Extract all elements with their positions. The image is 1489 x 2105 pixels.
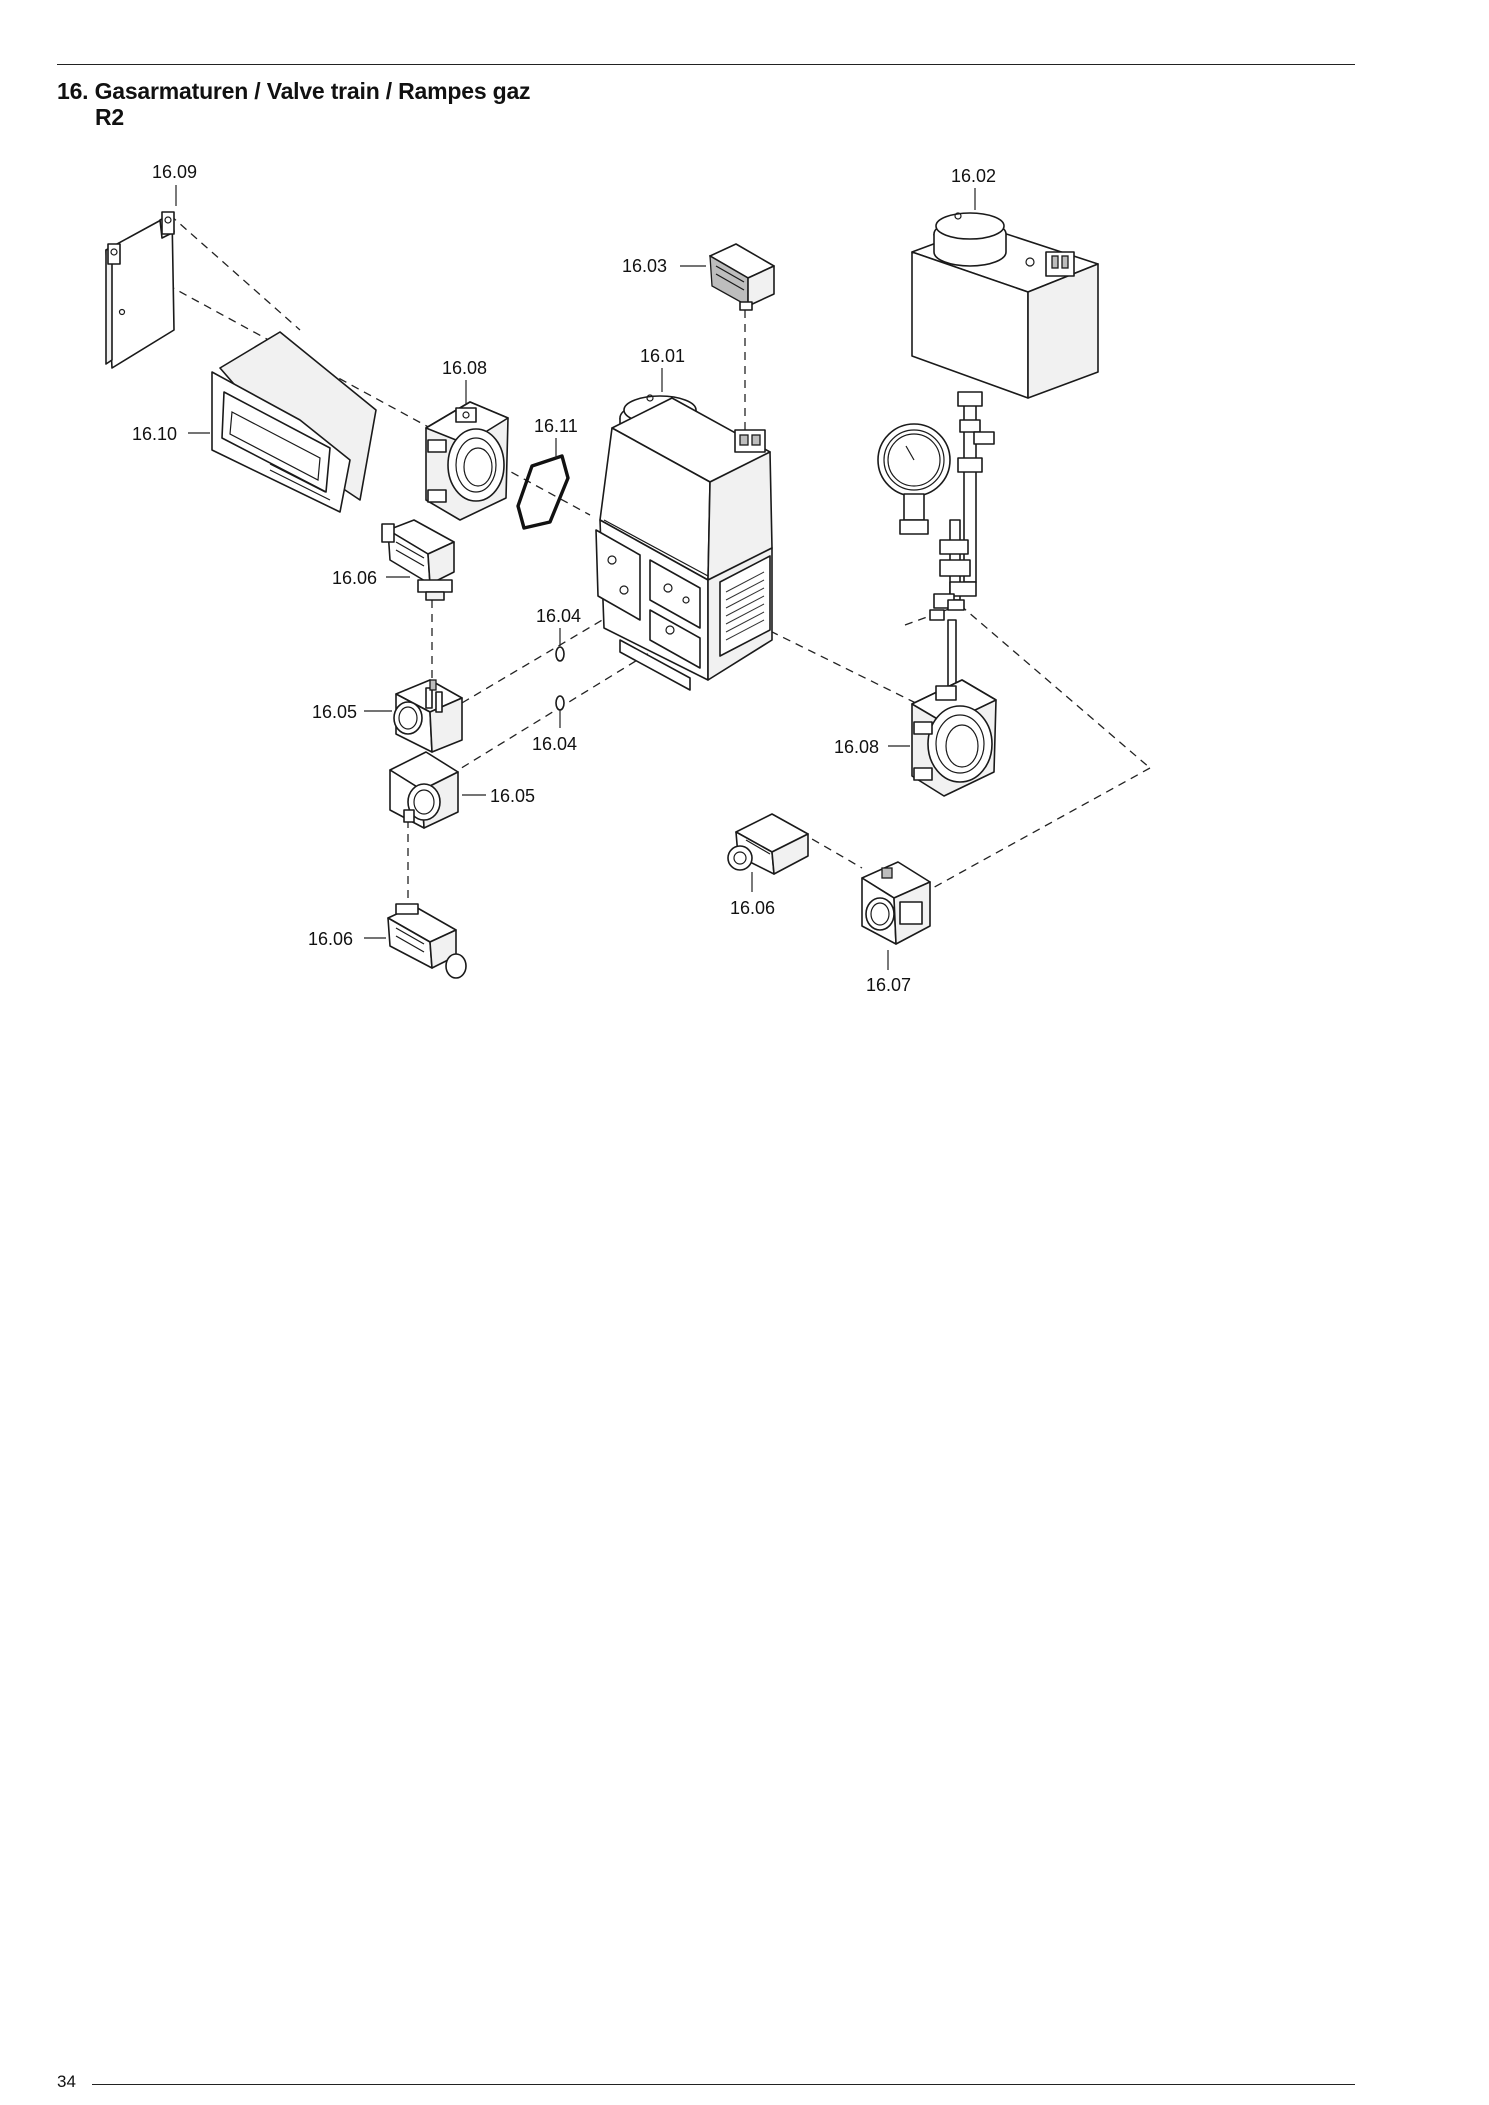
- callout-16-06-lower: 16.06: [308, 929, 353, 949]
- outlet-grid: [725, 571, 765, 641]
- callout-16-05-lower: 16.05: [490, 786, 535, 806]
- part-16-11-gasket: [516, 454, 570, 530]
- part-16-08-flange-left: [425, 401, 509, 521]
- callout-16-08-left: 16.08: [442, 358, 487, 378]
- callout-16-08-right: 16.08: [834, 737, 879, 757]
- callout-16-04-upper: 16.04: [536, 606, 581, 626]
- part-16-02-housing: [911, 212, 1099, 399]
- callout-labels: 16.09 16.02 16.03 16.01 16.08 16.10 16.1…: [132, 162, 996, 995]
- footer-rule: [92, 2084, 1355, 2085]
- callout-16-03: 16.03: [622, 256, 667, 276]
- pressure-gauge-assembly: [877, 391, 995, 701]
- callout-leaders: [175, 185, 976, 970]
- part-16-06-connector-lower: [387, 903, 467, 979]
- page-title: 16. Gasarmaturen / Valve train / Rampes …: [57, 78, 531, 104]
- part-16-04-oring-lower: [555, 695, 565, 711]
- part-16-05-solenoid-upper: [393, 679, 463, 753]
- callout-16-10: 16.10: [132, 424, 177, 444]
- callout-16-02: 16.02: [951, 166, 996, 186]
- callout-16-09: 16.09: [152, 162, 197, 182]
- callout-16-05-upper: 16.05: [312, 702, 357, 722]
- callout-16-11: 16.11: [534, 416, 578, 436]
- callout-16-07: 16.07: [866, 975, 911, 995]
- part-16-06-connector-right: [727, 813, 809, 875]
- part-16-04-oring-upper: [555, 646, 565, 662]
- callout-16-01: 16.01: [640, 346, 685, 366]
- part-16-01-gas-valve: [595, 394, 773, 691]
- part-16-08-flange-right: [911, 679, 997, 797]
- part-16-05-solenoid-lower: [389, 751, 459, 829]
- part-16-09-bracket: [105, 211, 175, 369]
- part-16-06-connector-upper: [381, 519, 455, 601]
- callout-16-06-upper: 16.06: [332, 568, 377, 588]
- header-rule: [57, 64, 1355, 65]
- part-16-03-connector: [709, 243, 775, 311]
- part-16-07-solenoid: [861, 861, 931, 945]
- page-subtitle-model: R2: [95, 104, 125, 130]
- callout-16-06-right: 16.06: [730, 898, 775, 918]
- callout-16-04-lower: 16.04: [532, 734, 577, 754]
- page-number: 34: [57, 2072, 76, 2091]
- part-16-10-cover: [211, 331, 377, 513]
